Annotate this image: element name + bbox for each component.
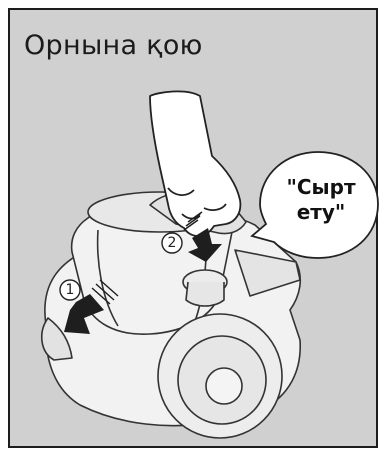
callout-line-1: "Сырт [272,175,370,200]
step-1-number: 1 [60,280,80,300]
callout-text: "Сырт ету" [272,175,370,225]
callout-line-2: ету" [272,200,370,225]
section-title: Орнына қою [24,30,203,61]
step-2-number: 2 [162,233,182,253]
